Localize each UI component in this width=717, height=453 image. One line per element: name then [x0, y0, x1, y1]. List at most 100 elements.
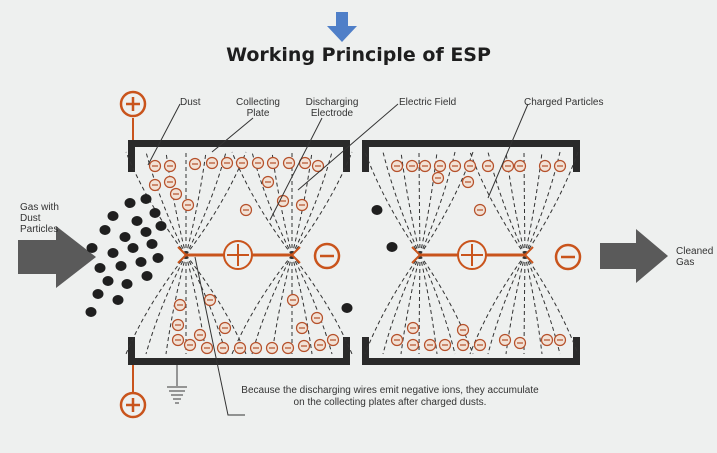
dust-particle	[152, 253, 164, 263]
electric-field-lines	[125, 151, 579, 355]
dust-label: Dust	[180, 97, 201, 108]
field-line	[231, 254, 293, 355]
negative-ion	[448, 159, 462, 173]
negative-ion	[313, 338, 327, 352]
negative-ion	[295, 198, 309, 212]
field-line	[185, 151, 207, 256]
diagram-title: Working Principle of ESP	[226, 44, 491, 66]
negative-ion	[456, 338, 470, 352]
field-line	[419, 151, 474, 256]
field-line	[291, 254, 313, 355]
left-discharging-electrode	[177, 240, 301, 270]
field-line	[382, 151, 421, 256]
negative-ion	[431, 171, 445, 185]
leader-lines	[147, 103, 529, 416]
dust-particle	[94, 263, 106, 273]
dust-particle	[112, 295, 124, 305]
positive-terminal-bottom-icon	[119, 365, 147, 419]
negative-ion	[205, 156, 219, 170]
dust-particle	[121, 279, 133, 289]
field-line	[382, 254, 421, 355]
right-discharging-electrode	[411, 240, 534, 270]
ground-icon	[167, 365, 187, 404]
negative-ion	[148, 159, 162, 173]
field-line	[505, 254, 526, 355]
negative-ion	[390, 333, 404, 347]
negative-ion	[193, 328, 207, 342]
negative-ion	[281, 341, 295, 355]
cleaned-gas-outlet-arrow-icon	[600, 229, 668, 283]
field-line	[524, 254, 579, 355]
field-line	[271, 254, 293, 355]
dust-particle	[371, 205, 383, 215]
negative-ion	[235, 156, 249, 170]
negative-charge-icon-left	[313, 242, 341, 270]
dust-particle	[99, 225, 111, 235]
field-line	[364, 151, 421, 256]
dust-particle	[386, 242, 398, 252]
dust-particle	[107, 211, 119, 221]
negative-ion	[249, 341, 263, 355]
negative-ion	[148, 178, 162, 192]
negative-ion	[169, 187, 183, 201]
negative-ion	[171, 333, 185, 347]
field-line	[418, 254, 421, 355]
dust-particle	[131, 216, 143, 226]
field-line	[251, 254, 293, 355]
field-line	[400, 151, 421, 256]
negative-ion	[311, 159, 325, 173]
dust-particle	[135, 257, 147, 267]
negative-ion	[171, 318, 185, 332]
negative-ion	[473, 338, 487, 352]
dust-particle	[341, 303, 353, 313]
left-bottom-collecting-plate	[128, 337, 350, 365]
negative-ion	[405, 159, 419, 173]
right-bottom-collecting-plate	[362, 337, 580, 365]
negative-ion	[239, 203, 253, 217]
negative-ion	[251, 156, 265, 170]
negative-ion	[233, 341, 247, 355]
dust-particle	[141, 271, 153, 281]
negative-ion	[423, 338, 437, 352]
negative-ion	[220, 156, 234, 170]
negative-ion	[183, 338, 197, 352]
negative-ion	[216, 341, 230, 355]
dust-particle	[149, 208, 161, 218]
negative-ion	[461, 175, 475, 189]
dust-particle	[119, 232, 131, 242]
negative-ion	[481, 159, 495, 173]
negative-ion	[390, 159, 404, 173]
negative-ion	[326, 333, 340, 347]
negative-ion	[513, 336, 527, 350]
dust-particles	[85, 194, 398, 317]
negative-ion	[463, 159, 477, 173]
field-line	[364, 254, 421, 355]
charged-particles-label: Charged Particles	[524, 97, 604, 108]
negative-ion	[540, 333, 554, 347]
explanation-note: Because the discharging wires emit negat…	[241, 385, 539, 408]
negative-ion	[310, 311, 324, 325]
field-line	[419, 254, 456, 355]
field-line	[418, 151, 421, 256]
field-line	[523, 254, 526, 355]
dust-particle	[146, 239, 158, 249]
negative-ion	[438, 338, 452, 352]
negative-ion	[513, 159, 527, 173]
electric-field-label: Electric Field	[399, 97, 457, 108]
negative-ion	[173, 298, 187, 312]
negative-ion	[433, 159, 447, 173]
negative-ion	[261, 175, 275, 189]
dust-particle	[85, 307, 97, 317]
negative-ion	[538, 159, 552, 173]
field-line	[400, 254, 421, 355]
negative-ion	[501, 159, 515, 173]
charged-particles	[148, 156, 567, 355]
negative-ion	[218, 321, 232, 335]
negative-ion	[266, 156, 280, 170]
negative-ion	[286, 293, 300, 307]
negative-ion	[203, 293, 217, 307]
